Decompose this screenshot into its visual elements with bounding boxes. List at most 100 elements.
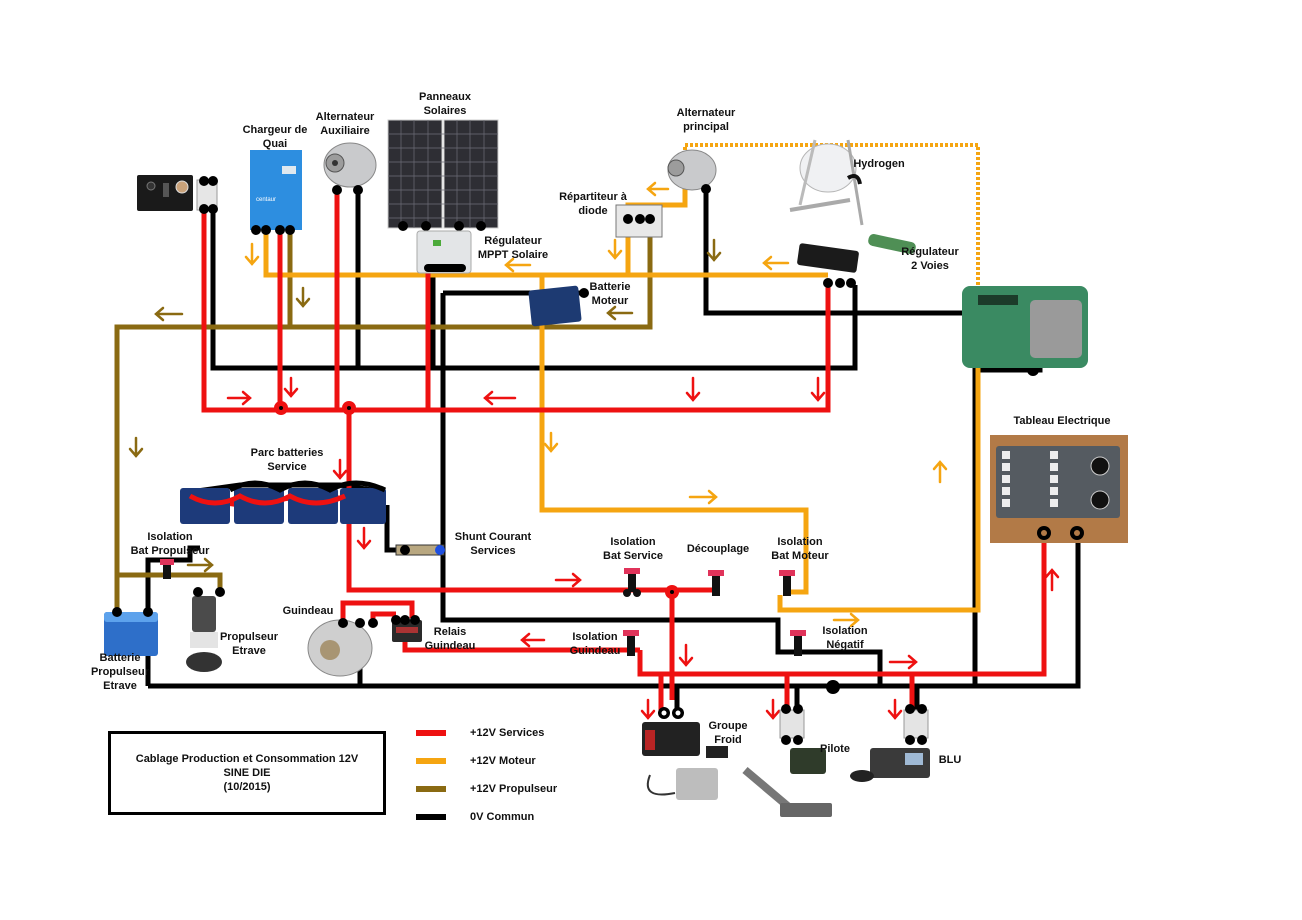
wire-mot-down — [539, 275, 809, 595]
auxiliary-alternator — [323, 142, 377, 195]
label-iso-propulseur: Isolation Bat Propulseur — [130, 531, 210, 557]
label-parc-batteries: Parc batteries Service — [250, 447, 324, 473]
arrow-left-icon — [606, 305, 634, 321]
bow-thruster — [186, 587, 225, 672]
arrow-down-icon — [765, 698, 781, 720]
label-blu: BLU — [938, 754, 962, 766]
arrow-up-icon — [932, 460, 948, 484]
switch-iso-propulseur — [160, 559, 174, 579]
wire-svc-consumer-bus — [637, 535, 1047, 677]
label-iso-moteur: Isolation Bat Moteur — [771, 536, 829, 562]
wire-0v-shunt — [384, 505, 443, 553]
label-guindeau: Guindeau — [282, 605, 334, 617]
arrow-up-icon — [1044, 568, 1060, 592]
label-panneaux-solaires: Panneaux Solaires — [419, 91, 471, 117]
label-groupe-froid: Groupe Froid — [708, 720, 748, 746]
arrow-left-icon — [646, 181, 670, 197]
legend-item-propulseur: +12V Propulseur — [416, 783, 557, 795]
engine-battery — [528, 285, 589, 327]
arrow-left-icon — [504, 257, 532, 273]
label-propulseur: Propulseur Etrave — [219, 631, 279, 657]
label-batterie-propulseur: Batterie Propulseur Etrave — [90, 652, 150, 692]
legend-label: +12V Moteur — [470, 755, 536, 767]
wire-svc-bank-down — [346, 410, 718, 593]
legend-swatch — [416, 786, 446, 792]
switch-iso-service — [623, 568, 641, 597]
label-regulateur-2-voies: Régulateur 2 Voies — [901, 246, 959, 272]
arrow-right-icon — [688, 489, 718, 505]
junction-dot — [279, 406, 283, 410]
ssb-radio — [850, 704, 930, 782]
svg-text:centaur: centaur — [256, 197, 276, 203]
engine — [962, 286, 1088, 368]
autopilot — [742, 704, 832, 817]
main-alternator — [667, 149, 717, 194]
solar-panels — [387, 119, 499, 231]
current-shunt — [395, 544, 445, 556]
shore-power-panel — [137, 175, 218, 214]
junction-dot — [347, 406, 351, 410]
solar-panel-2 — [443, 119, 499, 229]
arrow-down-icon — [640, 698, 656, 720]
label-iso-service: Isolation Bat Service — [603, 536, 663, 562]
label-iso-negatif: Isolation Négatif — [822, 625, 868, 651]
legend-label: +12V Services — [470, 727, 545, 739]
legend-swatch — [416, 730, 446, 736]
wire-svc-shore-panel — [201, 210, 831, 413]
charger-body — [250, 150, 302, 230]
switch-decouplage — [708, 570, 724, 596]
diagram-title-box: Cablage Production et Consommation 12V S… — [108, 731, 386, 815]
legend-label: 0V Commun — [470, 811, 535, 823]
wire-svc-guindeau-top — [340, 600, 415, 625]
arrow-down-icon — [887, 698, 903, 720]
legend-swatch — [416, 814, 446, 820]
electrical-panel — [990, 435, 1128, 543]
title-line-2: SINE DIE — [223, 767, 271, 779]
legend-item-services: +12V Services — [416, 727, 544, 739]
arrow-down-icon — [706, 238, 722, 262]
switch-iso-negatif — [790, 630, 806, 656]
label-hydrogen: Hydrogen — [853, 158, 905, 170]
arrow-down-icon — [678, 643, 694, 667]
label-iso-guindeau: Isolation Guindeau — [569, 631, 621, 657]
windlass-relay — [391, 615, 422, 642]
arrow-left-icon — [762, 255, 790, 271]
label-alternateur-aux: Alternateur Auxiliaire — [315, 111, 375, 137]
legend-label: +12V Propulseur — [470, 783, 558, 795]
label-alternateur-principal: Alternateur principal — [676, 107, 736, 133]
arrow-down-icon — [543, 431, 559, 453]
arrow-down-icon — [244, 242, 260, 266]
label-chargeur-quai: Chargeur de Quai — [242, 124, 308, 150]
windlass — [307, 618, 378, 677]
wire-0v-shore-panel — [210, 210, 858, 371]
label-pilote: Pilote — [820, 743, 850, 755]
label-repartiteur: Répartiteur à diode — [559, 191, 627, 217]
arrow-down-icon — [810, 376, 826, 402]
wire-mot-engine — [777, 345, 981, 613]
flow-arrows — [128, 181, 1060, 720]
mppt-regulator — [416, 230, 472, 274]
arrow-down-icon — [295, 286, 311, 308]
label-regulateur-mppt: Régulateur MPPT Solaire — [477, 235, 549, 261]
wire-mot-top-bus — [263, 230, 828, 278]
label-shunt: Shunt Courant Services — [454, 531, 532, 557]
arrow-right-icon — [832, 612, 860, 628]
label-tableau-electrique: Tableau Electrique — [1013, 415, 1111, 427]
switch-iso-moteur — [779, 570, 795, 596]
label-relais-guindeau: Relais Guindeau — [424, 626, 476, 652]
arrow-left-icon — [483, 390, 517, 406]
arrow-left-icon — [154, 306, 184, 322]
wire-0v-bottom-bus — [148, 530, 1081, 689]
wire-0v-main-bus-vertical — [440, 293, 883, 686]
arrow-right-icon — [888, 654, 918, 670]
arrow-down-icon — [128, 436, 144, 458]
arrow-down-icon — [332, 458, 348, 480]
two-way-regulator — [797, 234, 916, 288]
wire-prop-iso — [117, 572, 223, 592]
switch-iso-guindeau — [623, 630, 639, 656]
arrow-right-icon — [186, 557, 214, 573]
junction-dot — [826, 680, 840, 694]
arrow-down-icon — [685, 376, 701, 402]
arrow-right-icon — [226, 390, 252, 406]
